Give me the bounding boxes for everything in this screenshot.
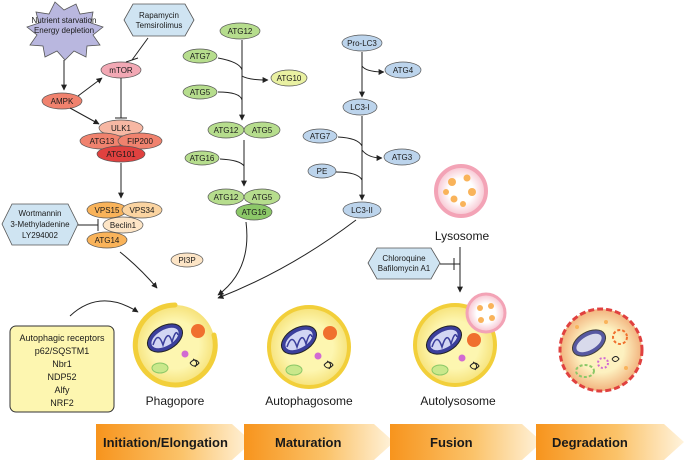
- stage-initiation-label: Initiation/Elongation: [103, 435, 228, 450]
- atg5-left-label: ATG5: [190, 88, 211, 97]
- starvation-line-2: Energy depletion: [34, 26, 94, 35]
- pe-label: PE: [317, 167, 328, 176]
- autophagosome-label: Autophagosome: [265, 394, 353, 408]
- atg12-bot-label: ATG12: [214, 193, 239, 202]
- pi3p-node: PI3P: [170, 252, 204, 268]
- lysosome-arrows: [440, 247, 463, 293]
- dna-icon: [189, 358, 200, 368]
- phagopore: Phagopore: [132, 302, 218, 408]
- ampk-label: AMPK: [51, 97, 74, 106]
- dna-icon: [611, 356, 620, 362]
- degradation-cell: [558, 307, 644, 393]
- lc3-ii-label: LC3-II: [351, 206, 373, 215]
- autolysosome-label: Autolysosome: [420, 394, 496, 408]
- ampk-node: AMPK: [41, 92, 83, 110]
- atg13-label: ATG13: [90, 137, 115, 146]
- atg12-arrows: [217, 40, 269, 296]
- vesicle-icon: [467, 333, 481, 347]
- stage-degradation-label: Degradation: [552, 435, 628, 450]
- vps34-label: VPS34: [130, 206, 155, 215]
- atg101-label: ATG101: [106, 150, 136, 159]
- protein-icon: [458, 354, 466, 362]
- receptor-nbr1: Nbr1: [52, 359, 72, 369]
- wortmannin-line-1: Wortmannin: [19, 209, 62, 218]
- ulk1-complex: ULK1 ATG13 FIP200 ATG101: [79, 119, 163, 163]
- atg12-mid-label: ATG12: [214, 126, 239, 135]
- autolysosome: Autolysosome: [413, 292, 507, 408]
- aggregate-icon: [285, 364, 303, 376]
- mitochondrion-icon: [146, 323, 184, 353]
- lc3-pathway: Pro-LC3 ATG4 LC3-I ATG7 ATG3 PE LC3-II: [302, 34, 422, 219]
- dna-icon: [469, 361, 480, 371]
- pi3p-label: PI3P: [178, 256, 195, 265]
- receptor-nrf2: NRF2: [50, 398, 74, 408]
- receptor-p62: p62/SQSTM1: [35, 346, 90, 356]
- atg3-label: ATG3: [392, 153, 413, 162]
- lysosome: Lysosome: [434, 164, 490, 243]
- wortmannin-line-3: LY294002: [22, 231, 58, 240]
- atg4-label: ATG4: [393, 66, 414, 75]
- aggregate-icon: [151, 362, 169, 374]
- mitochondrion-icon: [280, 325, 318, 355]
- atg16-left-label: ATG16: [190, 154, 215, 163]
- autophagosome: Autophagosome: [265, 305, 353, 408]
- receptor-alfy: Alfy: [54, 385, 70, 395]
- protein-icon: [181, 350, 189, 358]
- stage-fusion-label: Fusion: [430, 435, 473, 450]
- atg14-label: ATG14: [95, 236, 120, 245]
- beclin1-label: Beclin1: [110, 221, 137, 230]
- atg7-right-label: ATG7: [310, 132, 331, 141]
- stage-arrow-maturation: Maturation: [244, 424, 394, 460]
- rapamycin-line-2: Temsirolimus: [136, 21, 183, 30]
- signaling-arrows: [61, 37, 158, 289]
- fip200-label: FIP200: [127, 137, 153, 146]
- atg12-top-label: ATG12: [228, 27, 253, 36]
- aggregate-icon: [431, 364, 449, 376]
- phagopore-label: Phagopore: [146, 394, 205, 408]
- chloroquine-hexagon: Chloroquine Bafilomycin A1: [367, 247, 441, 280]
- pro-lc3-label: Pro-LC3: [347, 39, 377, 48]
- lc3-arrows: [217, 52, 385, 299]
- stage-arrow-degradation: Degradation: [536, 424, 684, 460]
- atg5-bot-label: ATG5: [252, 193, 273, 202]
- stage-arrow-fusion: Fusion: [390, 424, 542, 460]
- chloroquine-line-1: Chloroquine: [382, 254, 426, 263]
- vesicle-icon: [191, 324, 205, 338]
- receptors-box: Autophagic receptors p62/SQSTM1 Nbr1 NDP…: [9, 325, 115, 413]
- receptor-arrow: [69, 300, 139, 317]
- ulk1-label: ULK1: [111, 124, 132, 133]
- aggregate-icon: [575, 364, 595, 378]
- starvation-line-1: Nutrient starvation: [32, 16, 97, 25]
- vps15-label: VPS15: [95, 206, 120, 215]
- atg10-label: ATG10: [277, 74, 302, 83]
- rapamycin-hexagon: Rapamycin Temsirolimus: [123, 3, 195, 37]
- vesicle-icon: [323, 326, 337, 340]
- wortmannin-line-2: 3-Methyladenine: [10, 220, 70, 229]
- mtor-label: mTOR: [109, 66, 133, 75]
- starvation-starburst: Nutrient starvation Energy depletion: [26, 1, 104, 61]
- mitochondrion-icon: [425, 325, 463, 355]
- chloroquine-line-2: Bafilomycin A1: [378, 264, 431, 273]
- lysosome-label: Lysosome: [435, 229, 490, 243]
- vesicle-icon: [612, 329, 628, 345]
- atg7-left-label: ATG7: [190, 52, 211, 61]
- wortmannin-hexagon: Wortmannin 3-Methyladenine LY294002: [1, 203, 79, 246]
- rapamycin-line-1: Rapamycin: [139, 11, 179, 20]
- stage-arrow-initiation: Initiation/Elongation: [96, 424, 252, 460]
- receptor-ndp52: NDP52: [47, 372, 76, 382]
- atg12-pathway: ATG12 ATG7 ATG10 ATG5 ATG12 ATG5 ATG16 A…: [182, 22, 308, 221]
- atg5-mid-label: ATG5: [252, 126, 273, 135]
- mitochondrion-icon: [571, 329, 607, 357]
- protein-icon: [597, 357, 609, 369]
- protein-icon: [314, 352, 322, 360]
- vps34-complex: VPS15 VPS34 Beclin1 ATG14: [86, 201, 163, 249]
- atg16-bot-label: ATG16: [242, 208, 267, 217]
- receptors-title: Autophagic receptors: [19, 333, 105, 343]
- dna-icon: [323, 360, 334, 370]
- lc3-i-label: LC3-I: [350, 103, 370, 112]
- mtor-node: mTOR: [100, 61, 142, 79]
- stage-maturation-label: Maturation: [275, 435, 342, 450]
